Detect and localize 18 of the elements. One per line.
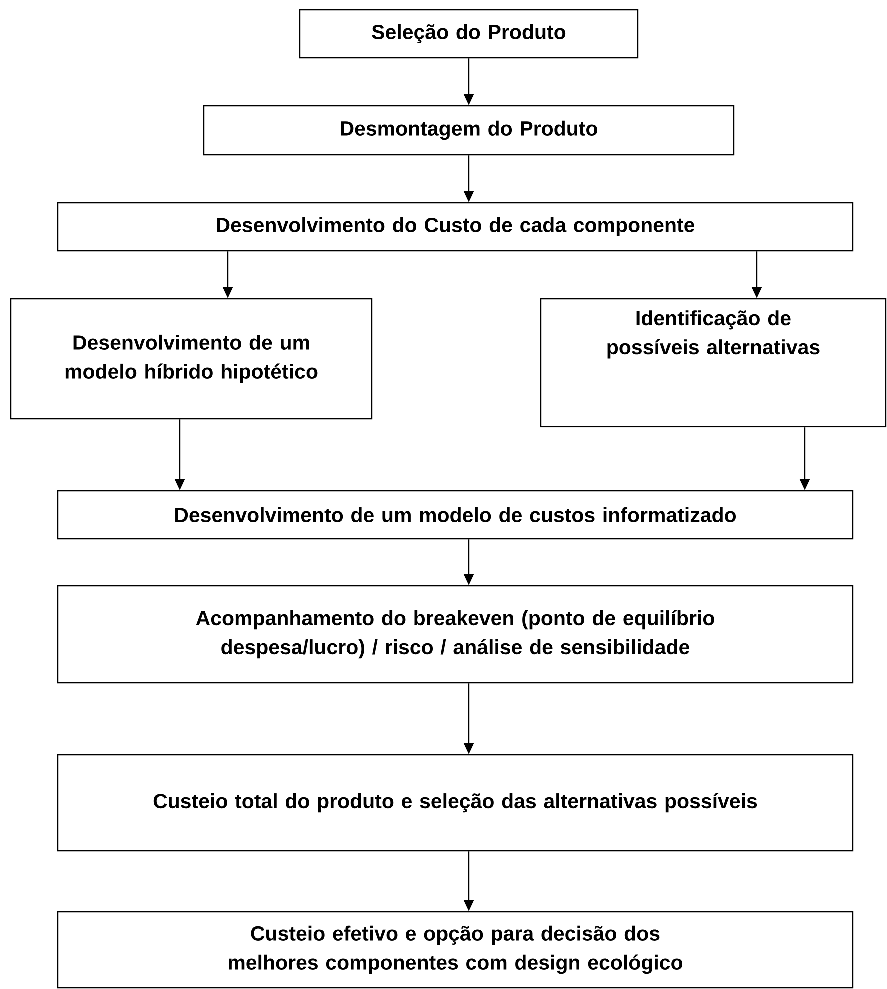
box-text: Desenvolvimento de um modelo de custos informatizado (176, 507, 736, 523)
box-text: Custeio efetivo e opção para decisão dos melhores componentes com design ecológico (229, 926, 682, 974)
box-text: Seleção do Produto (372, 24, 566, 44)
process-box (57, 911, 854, 989)
process-box (10, 298, 373, 420)
process-box (57, 585, 854, 684)
process-box (540, 298, 887, 428)
process-box (299, 9, 639, 59)
box-text: Acompanhamento do breakeven (ponto de equilíbrio despesa/lucro) / risco / análise de sensibilidade (196, 610, 714, 659)
box-text: Desmontagem do Produto (341, 120, 598, 140)
box-text: Identificação de possíveis alternativas (608, 310, 820, 359)
process-box (203, 105, 735, 156)
process-box (57, 490, 854, 540)
process-box (57, 202, 854, 252)
box-text: Desenvolvimento de um modelo híbrido hipotético (66, 334, 318, 384)
box-text: Desenvolvimento do Custo de cada componente (217, 217, 695, 237)
process-box (57, 754, 854, 852)
box-text: Custeio total do produto e seleção das alternativas possíveis (154, 793, 758, 813)
